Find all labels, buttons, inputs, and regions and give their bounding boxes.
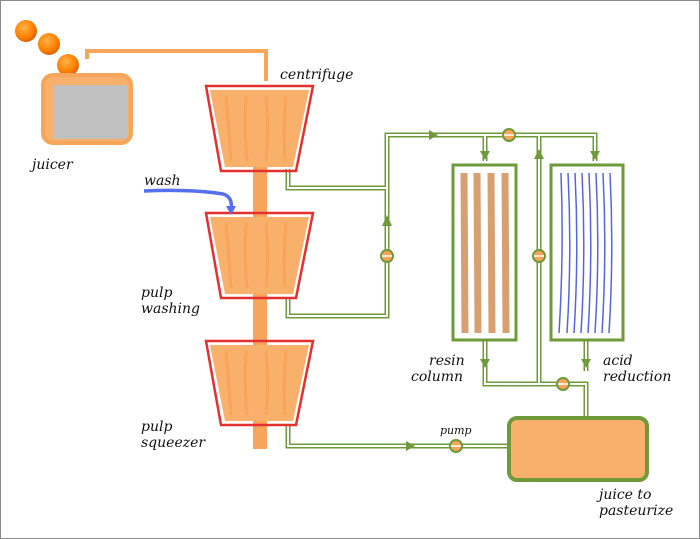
juicer-label: juicer xyxy=(32,157,73,173)
pulp-washing-label-line1: pulp xyxy=(141,285,173,301)
pulp-squeezer-label-line2: squeezer xyxy=(141,435,206,451)
juice-tank xyxy=(507,416,649,482)
valves xyxy=(380,128,570,453)
pump-icon xyxy=(449,439,463,453)
flow-arrow-icon xyxy=(590,151,600,160)
wash-label: wash xyxy=(144,173,181,189)
juice-to-pasteurize-label-line2: pasteurize xyxy=(599,503,674,519)
valve-icon xyxy=(380,249,394,263)
resin-strand xyxy=(473,172,482,334)
juicer xyxy=(41,73,133,145)
resin-column-label-line2: column xyxy=(411,369,464,385)
orange-fruit xyxy=(38,33,60,55)
washing-outlet-pipe-inner xyxy=(287,134,596,317)
acid-strand xyxy=(566,172,571,334)
pulp-squeezer-vessel xyxy=(204,339,315,427)
orange-fruit xyxy=(57,54,79,76)
vessel-rim xyxy=(204,211,315,300)
flow-arrow-icon xyxy=(406,441,415,451)
flow-arrow-icon xyxy=(480,151,490,160)
acid-reduction-label-line1: acid xyxy=(603,353,633,369)
vessel-rim xyxy=(204,84,315,173)
orange-fruit xyxy=(15,20,37,42)
resin-column-label-line1: resin xyxy=(429,353,465,369)
vessel-fill xyxy=(210,90,309,167)
pulp-washing-vessel xyxy=(204,211,315,300)
acid-reduction-unit xyxy=(549,163,625,342)
pump-label: pump xyxy=(440,424,472,437)
valve-icon xyxy=(502,128,516,142)
acid-strands xyxy=(558,172,613,334)
vessel-fill xyxy=(210,345,309,421)
pulp-squeezer-label-line1: pulp xyxy=(141,419,173,435)
resin-outlet-pipe-inner xyxy=(484,341,587,421)
flow-arrow-icon xyxy=(429,130,438,140)
centrifuge-label: centrifuge xyxy=(280,67,354,83)
vessel-fill xyxy=(210,217,309,294)
washing-outlet-pipe xyxy=(285,132,598,319)
flow-arrow-icon xyxy=(534,149,544,159)
valve-icon xyxy=(556,377,570,391)
valve-icon xyxy=(532,249,546,263)
centrifuge-outlet-pipe xyxy=(285,169,387,191)
flow-arrow-icon xyxy=(382,215,392,226)
acid-strand xyxy=(580,172,585,334)
acid-reduction-label-line2: reduction xyxy=(603,369,672,385)
acid-strand xyxy=(573,172,578,334)
squeezer-outlet-pipe-inner xyxy=(287,426,511,447)
feed-line xyxy=(85,49,268,81)
resin-outlet-pipe xyxy=(482,341,589,421)
juicer-screen xyxy=(53,85,128,139)
centrifuge-vessel xyxy=(204,84,315,173)
flow-arrows xyxy=(382,130,600,451)
resin-strands xyxy=(460,172,510,334)
flow-arrow-icon xyxy=(581,359,591,368)
acid-strand xyxy=(594,172,599,334)
process-pipes-inner xyxy=(287,134,596,447)
resin-strand xyxy=(487,172,496,334)
acid-strand xyxy=(558,172,563,334)
flow-arrow-icon xyxy=(480,359,490,368)
vessel-rim xyxy=(204,339,315,427)
wash-arrow-icon xyxy=(226,206,236,215)
vessel-texture xyxy=(224,222,288,289)
juice-to-pasteurize-label-line1: juice to xyxy=(599,487,652,503)
acid-strand xyxy=(601,172,606,334)
wash-inlet-line xyxy=(143,188,234,210)
vessel-texture xyxy=(224,95,288,162)
acid-strand xyxy=(608,172,613,334)
squeezer-outlet-pipe xyxy=(285,426,511,449)
centrifuge-outlet-pipe-inner xyxy=(287,169,387,189)
resin-strand xyxy=(460,172,469,334)
acid-strand xyxy=(587,172,592,334)
resin-strand xyxy=(501,172,510,334)
pulp-washing-label-line2: washing xyxy=(141,301,200,317)
oranges xyxy=(15,20,79,76)
process-pipes xyxy=(285,132,598,449)
juice-tank-body xyxy=(507,416,649,482)
vessel-texture xyxy=(224,350,288,416)
resin-column xyxy=(451,163,518,342)
